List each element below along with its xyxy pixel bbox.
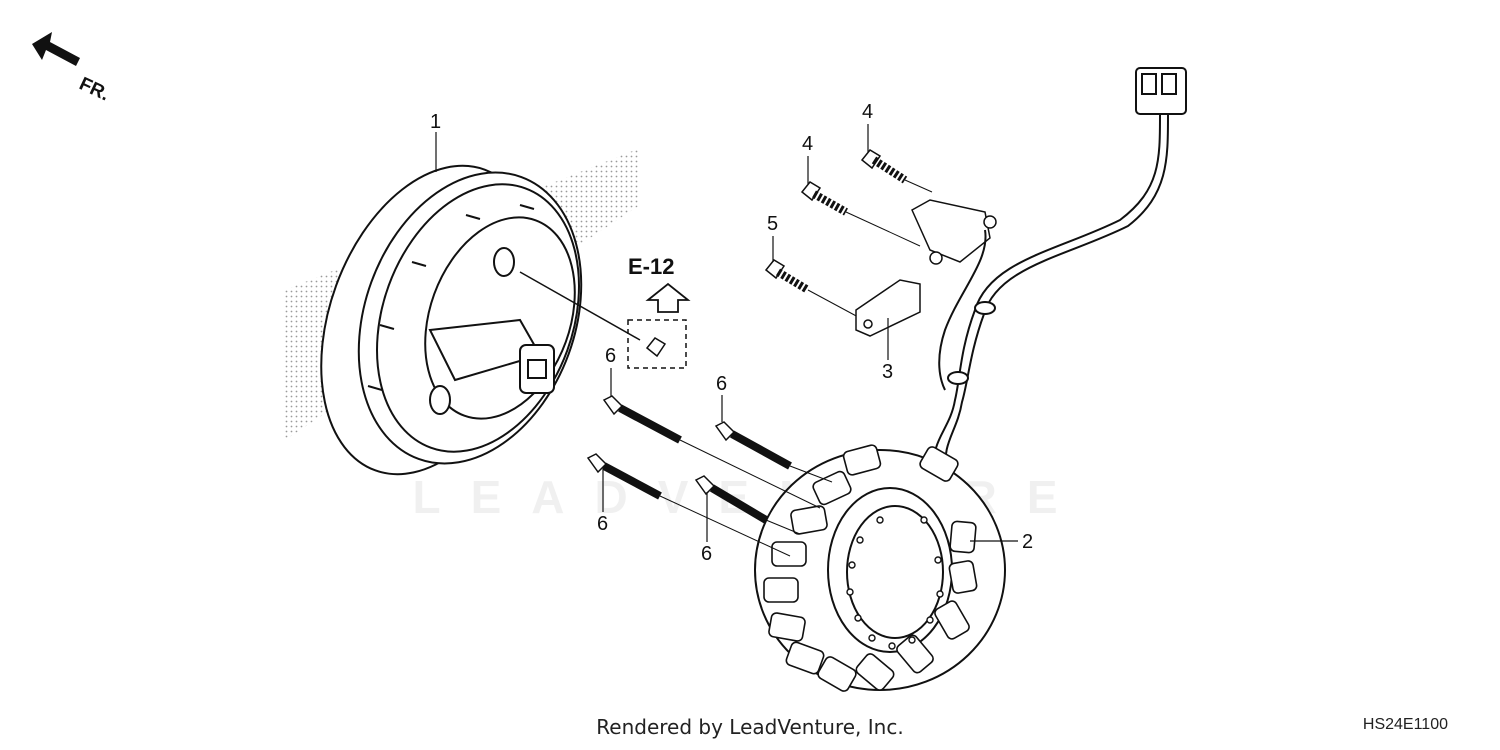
stator-icon xyxy=(754,444,1006,692)
bolt-4a-icon xyxy=(860,149,933,193)
callout-leaders xyxy=(435,124,1018,542)
flywheel-bolt-icon xyxy=(519,271,691,369)
reference-label: E-12 xyxy=(628,254,674,279)
callout-bolt-5: 5 xyxy=(767,213,778,235)
diagram-code: HS24E1100 xyxy=(1362,716,1448,733)
bolt-6c-icon xyxy=(586,453,791,557)
long-bolt-icons xyxy=(586,395,833,557)
footer-credit: Rendered by LeadVenture, Inc. xyxy=(596,715,904,739)
bolt-6d-icon xyxy=(694,475,801,535)
callout-bolt-4a: 4 xyxy=(862,101,873,123)
callout-bolt-6c: 6 xyxy=(597,513,608,535)
bolt-4b-icon xyxy=(800,181,921,247)
wire-harness-icon xyxy=(933,67,1187,473)
callout-plate: 3 xyxy=(882,361,893,383)
callout-stator: 2 xyxy=(1022,531,1033,553)
callout-bolt-4b: 4 xyxy=(802,133,813,155)
bolt-6b-icon xyxy=(714,421,833,483)
bolt-icons xyxy=(764,149,997,337)
front-direction-arrow-icon xyxy=(32,32,80,66)
bolt-5-icon xyxy=(764,259,861,319)
bolt-6a-icon xyxy=(602,395,821,509)
callout-flywheel: 1 xyxy=(430,111,441,133)
plate-icon xyxy=(855,279,921,337)
callout-bolt-6b: 6 xyxy=(716,373,727,395)
flywheel-icon xyxy=(285,148,640,476)
callout-bolt-6d: 6 xyxy=(701,543,712,565)
callout-bolt-6a: 6 xyxy=(605,345,616,367)
pulse-sensor-icon xyxy=(911,199,997,265)
front-direction-label: FR. xyxy=(76,73,113,105)
